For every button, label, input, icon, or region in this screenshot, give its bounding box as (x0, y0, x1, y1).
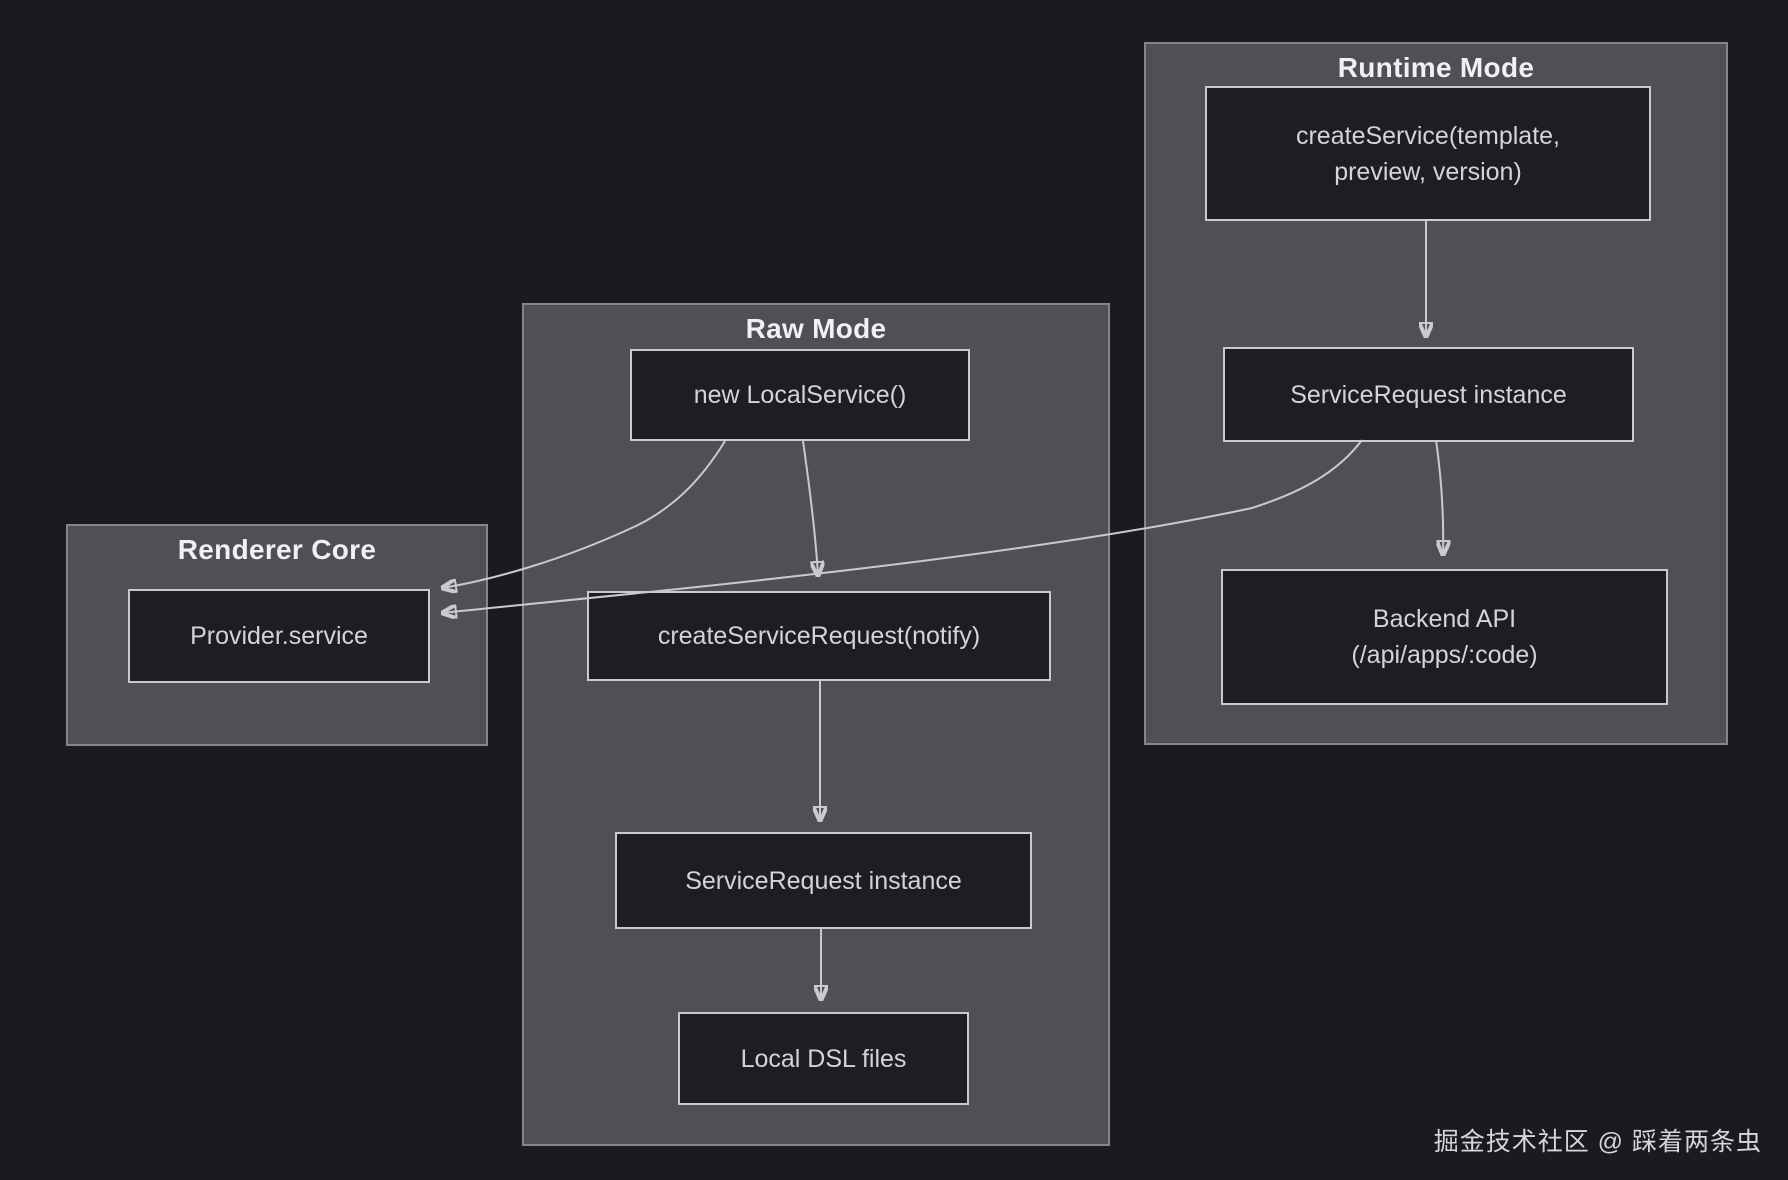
node-new-local-service-label: new LocalService() (693, 381, 907, 409)
node-local-dsl-files: Local DSL files (678, 1012, 969, 1105)
node-create-service-request-label: createServiceRequest(notify) (657, 622, 981, 650)
node-backend-api: Backend API (/api/apps/:code) (1221, 569, 1668, 705)
node-provider-service-label: Provider.service (190, 622, 368, 650)
node-backend-api-label-line1: Backend API (1372, 605, 1517, 633)
node-backend-api-label-line2: (/api/apps/:code) (1351, 641, 1538, 669)
node-create-service-label-line1: createService(template, (1295, 121, 1560, 150)
node-create-service-request: createServiceRequest(notify) (587, 591, 1051, 681)
panel-title-raw-mode: Raw Mode (745, 313, 887, 344)
node-provider-service: Provider.service (128, 589, 430, 683)
panel-title-runtime-mode: Runtime Mode (1337, 52, 1535, 83)
watermark-text: 掘金技术社区 @ 踩着两条虫 (1433, 1128, 1762, 1156)
node-service-request-instance-runtime: ServiceRequest instance (1223, 347, 1634, 442)
node-new-local-service: new LocalService() (630, 349, 970, 441)
node-create-service: createService(template, preview, version… (1205, 86, 1651, 221)
node-local-dsl-files-label: Local DSL files (740, 1044, 907, 1073)
node-service-request-instance-runtime-label: ServiceRequest instance (1290, 380, 1567, 409)
panel-raw-mode: Raw Mode new LocalService() createServic… (522, 303, 1110, 1146)
node-service-request-instance-raw-label: ServiceRequest instance (685, 866, 962, 895)
panel-title-renderer-core: Renderer Core (177, 534, 377, 565)
node-service-request-instance-raw: ServiceRequest instance (615, 832, 1032, 929)
node-create-service-label-line2: preview, version) (1334, 157, 1522, 186)
panel-runtime-mode: Runtime Mode createService(template, pre… (1144, 42, 1728, 745)
panel-renderer-core: Renderer Core Provider.service (66, 524, 488, 746)
